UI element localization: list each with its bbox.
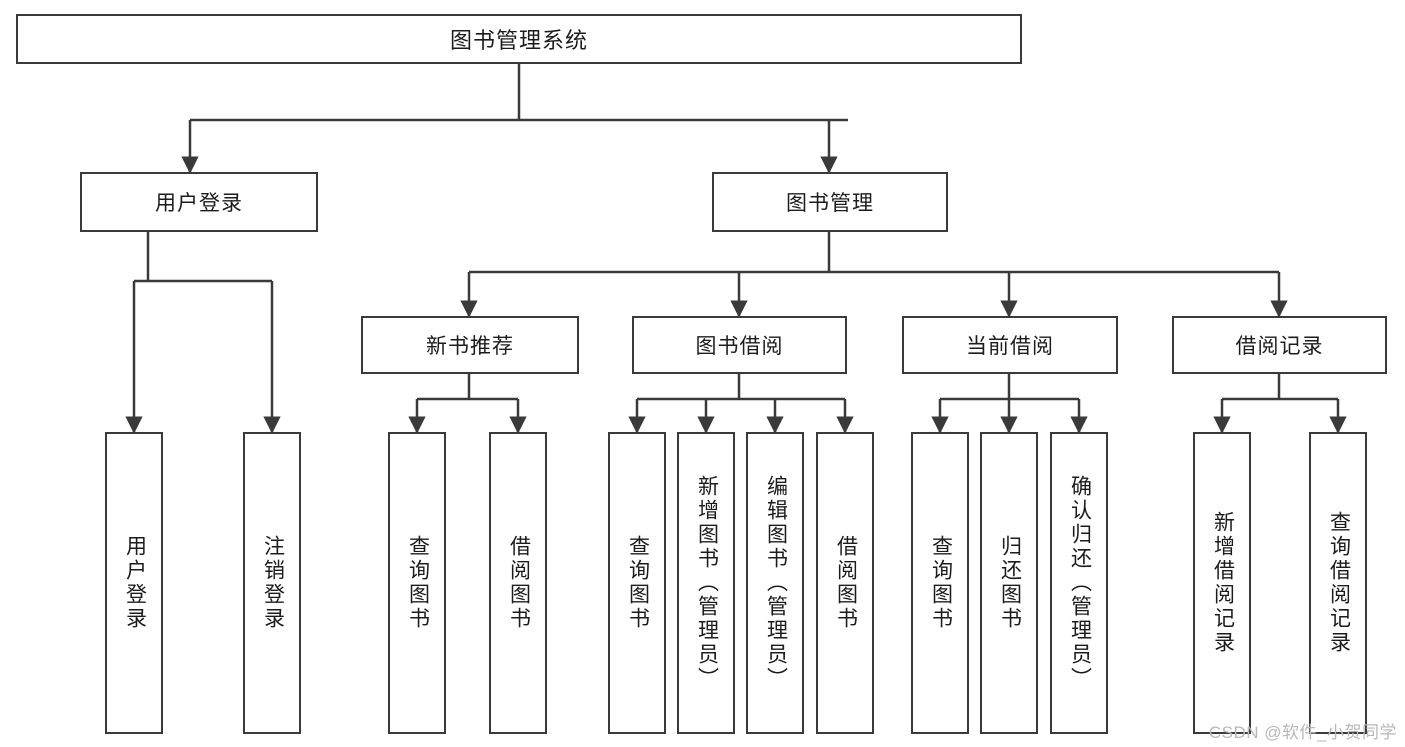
node-current-borrow-label: 当前借阅 xyxy=(966,335,1054,358)
leaf-book-borrow-edit[interactable]: 编辑图书（管理员） xyxy=(746,432,804,734)
leaf-borrow-record-query-label: 查询借阅记录 xyxy=(1327,511,1351,655)
node-root-system[interactable]: 图书管理系统 xyxy=(16,14,1022,64)
leaf-user-login-logout-label: 注销登录 xyxy=(261,535,285,631)
leaf-new-book-query[interactable]: 查询图书 xyxy=(388,432,446,734)
leaf-borrow-record-query[interactable]: 查询借阅记录 xyxy=(1309,432,1367,734)
leaf-borrow-record-add-label: 新增借阅记录 xyxy=(1211,511,1235,655)
leaf-current-borrow-query-label: 查询图书 xyxy=(929,535,953,631)
leaf-current-borrow-confirm-label: 确认归还（管理员） xyxy=(1068,475,1092,691)
leaf-book-borrow-borrow[interactable]: 借阅图书 xyxy=(816,432,874,734)
leaf-current-borrow-query[interactable]: 查询图书 xyxy=(911,432,969,734)
node-borrow-record-label: 借阅记录 xyxy=(1235,335,1324,358)
leaf-user-login-login[interactable]: 用户登录 xyxy=(105,432,163,734)
node-book-management[interactable]: 图书管理 xyxy=(712,172,948,232)
leaf-new-book-borrow[interactable]: 借阅图书 xyxy=(489,432,547,734)
node-new-book-recommend-label: 新书推荐 xyxy=(426,335,514,358)
watermark-text: CSDN @软件_小贺同学 xyxy=(1208,723,1397,742)
node-book-borrow[interactable]: 图书借阅 xyxy=(632,316,847,374)
leaf-user-login-login-label: 用户登录 xyxy=(123,535,147,631)
node-root-system-label: 图书管理系统 xyxy=(449,28,588,53)
leaf-new-book-query-label: 查询图书 xyxy=(406,535,430,631)
leaf-book-borrow-edit-label: 编辑图书（管理员） xyxy=(764,475,788,691)
leaf-book-borrow-query-label: 查询图书 xyxy=(626,535,650,631)
node-user-login[interactable]: 用户登录 xyxy=(80,172,318,232)
leaf-book-borrow-borrow-label: 借阅图书 xyxy=(834,535,858,631)
leaf-current-borrow-return-label: 归还图书 xyxy=(998,535,1022,631)
leaf-book-borrow-query[interactable]: 查询图书 xyxy=(608,432,666,734)
node-current-borrow[interactable]: 当前借阅 xyxy=(902,316,1118,374)
leaf-borrow-record-add[interactable]: 新增借阅记录 xyxy=(1193,432,1251,734)
node-new-book-recommend[interactable]: 新书推荐 xyxy=(361,316,579,374)
node-book-borrow-label: 图书借阅 xyxy=(695,335,784,358)
node-borrow-record[interactable]: 借阅记录 xyxy=(1172,316,1387,374)
leaf-book-borrow-add[interactable]: 新增图书（管理员） xyxy=(677,432,735,734)
leaf-current-borrow-confirm[interactable]: 确认归还（管理员） xyxy=(1050,432,1108,734)
leaf-new-book-borrow-label: 借阅图书 xyxy=(507,535,531,631)
node-user-login-label: 用户登录 xyxy=(155,192,243,215)
node-book-management-label: 图书管理 xyxy=(786,192,874,215)
leaf-current-borrow-return[interactable]: 归还图书 xyxy=(980,432,1038,734)
leaf-user-login-logout[interactable]: 注销登录 xyxy=(243,432,301,734)
leaf-book-borrow-add-label: 新增图书（管理员） xyxy=(695,475,719,691)
